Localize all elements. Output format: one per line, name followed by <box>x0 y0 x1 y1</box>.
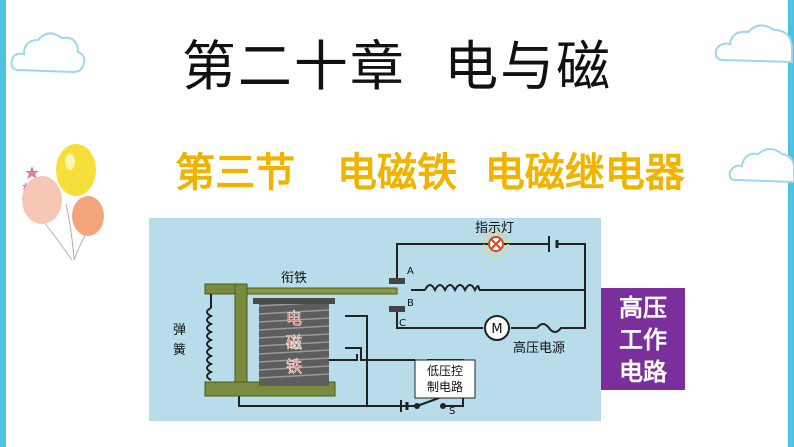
contact-c-label: C <box>399 318 406 329</box>
contact-a-label: A <box>407 266 414 277</box>
motor-label: M <box>491 322 502 337</box>
relay-diagram-svg: M <box>173 221 586 417</box>
side-label-2: 工作 <box>619 326 667 354</box>
cloud-right-icon <box>728 148 794 184</box>
coil-icon <box>424 284 480 293</box>
indicator-lamp-icon <box>483 231 509 257</box>
switch-icon <box>414 397 446 409</box>
cloud-top-right-icon <box>714 24 793 64</box>
battery-icon <box>548 236 559 252</box>
spring-label-1: 弹 <box>173 323 186 338</box>
high-voltage-circuit-box: 高压 工作 电路 <box>601 288 685 390</box>
low-voltage-label-2: 制电路 <box>427 379 463 394</box>
contact-b-label: B <box>407 298 414 309</box>
electromagnet-icon <box>253 298 335 386</box>
cloud-top-left-icon <box>10 32 86 74</box>
side-label-1: 高压 <box>619 294 667 322</box>
battery-bottom-icon <box>400 400 409 412</box>
armature-label: 衔铁 <box>281 271 307 286</box>
high-voltage-source-label: 高压电源 <box>513 340 565 356</box>
electromagnet-label-2: 磁 <box>286 333 302 352</box>
electromagnet-label-1: 电 <box>286 309 302 328</box>
contacts <box>389 278 405 312</box>
low-voltage-box <box>414 359 476 399</box>
page-subtitle: 第三节 电磁铁 电磁继电器 <box>175 150 685 196</box>
indicator-lamp-label: 指示灯 <box>475 221 514 236</box>
page-title: 第二十章 电与磁 <box>181 35 613 98</box>
relay-diagram: M <box>149 218 601 421</box>
electromagnet-label-3: 铁 <box>286 357 302 376</box>
switch-label: S <box>449 406 455 417</box>
spring-icon <box>206 294 214 381</box>
motor-icon: M <box>484 315 510 341</box>
side-label-3: 电路 <box>619 358 667 386</box>
balloons-icon <box>22 144 104 261</box>
spring-label-2: 簧 <box>173 342 186 358</box>
low-voltage-label-1: 低压控 <box>427 364 463 378</box>
